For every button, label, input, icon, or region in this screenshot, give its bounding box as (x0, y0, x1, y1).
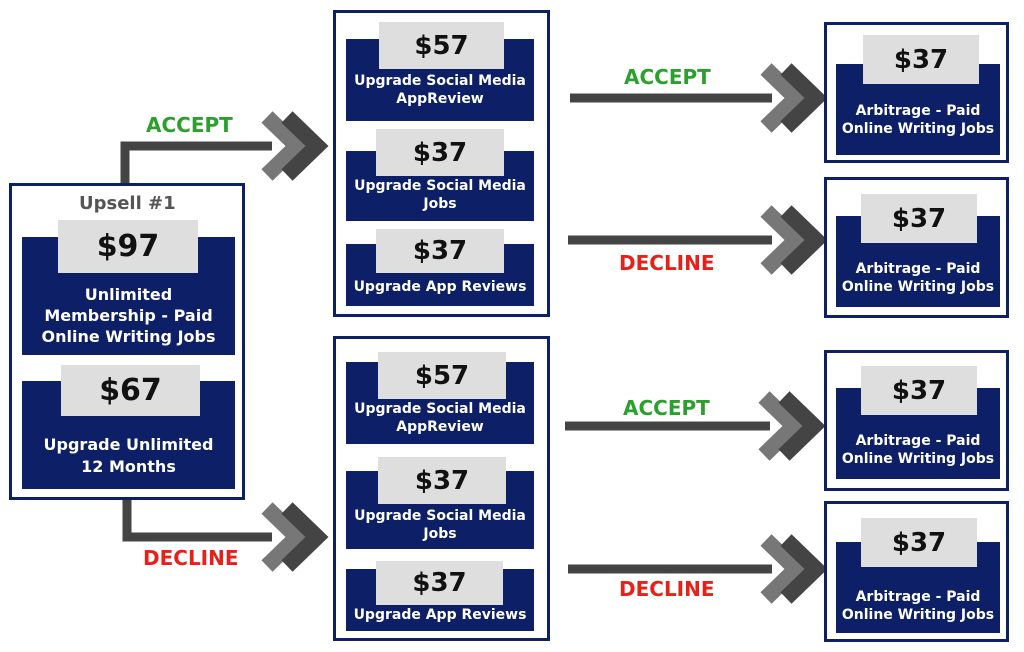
offer-card: Unlimited Membership - Paid Online Writi… (22, 237, 235, 355)
offer-description: Upgrade Social Media (354, 401, 526, 417)
offer-description: Arbitrage - Paid (855, 589, 981, 605)
offer-description: 12 Months (81, 457, 176, 476)
chevron-right-icon (760, 534, 828, 604)
offer-description: AppReview (396, 419, 484, 435)
chevron-right-icon (261, 502, 329, 572)
decline-label: DECLINE (619, 251, 715, 275)
accept-label: ACCEPT (146, 113, 233, 137)
offer-description: Arbitrage - Paid (855, 261, 981, 277)
price-tag: $37 (861, 194, 977, 243)
chevron-right-icon (760, 205, 828, 275)
offer-description: AppReview (396, 91, 484, 107)
price-tag: $37 (861, 518, 977, 567)
price-tag: $37 (863, 35, 979, 84)
chevron-right-icon (760, 63, 828, 133)
price-tag: $37 (376, 229, 504, 273)
offer-description: Online Writing Jobs (841, 607, 995, 623)
offer-description: Membership - Paid (44, 306, 213, 325)
offer-description: Upgrade App Reviews (353, 607, 527, 623)
offer-description: Upgrade App Reviews (353, 279, 527, 295)
price-tag: $37 (378, 457, 506, 504)
final-offer-panel: Arbitrage - Paid Online Writing Jobs $37 (824, 22, 1009, 163)
offer-description: Arbitrage - Paid (855, 433, 981, 449)
price-tag: $57 (378, 352, 506, 399)
decline-label: DECLINE (619, 577, 715, 601)
price-tag: $37 (376, 129, 504, 176)
offer-description: Upgrade Unlimited (43, 435, 214, 454)
offer-description: Online Writing Jobs (841, 121, 995, 137)
offer-description: Jobs (423, 526, 457, 542)
offer-description: Arbitrage - Paid (855, 103, 981, 119)
offer-description: Online Writing Jobs (841, 451, 995, 467)
upsell-2-accept-panel: Upgrade Social Media AppReview $57 Upgra… (333, 10, 550, 317)
upsell-1-panel: Upsell #1 Unlimited Membership - Paid On… (9, 183, 245, 500)
offer-description: Upgrade Social Media (354, 73, 526, 89)
accept-label: ACCEPT (624, 65, 711, 89)
offer-description: Upgrade Social Media (354, 178, 526, 194)
chevron-right-icon (758, 391, 826, 461)
accept-connector-line (120, 141, 272, 183)
decline-label: DECLINE (143, 546, 239, 570)
offer-description: Online Writing Jobs (841, 279, 995, 295)
price-tag: $37 (861, 366, 977, 415)
price-tag: $97 (58, 220, 198, 273)
offer-description: Jobs (423, 196, 457, 212)
price-tag: $67 (61, 365, 200, 416)
final-offer-panel: Arbitrage - Paid Online Writing Jobs $37 (824, 350, 1009, 491)
final-offer-panel: Arbitrage - Paid Online Writing Jobs $37 (824, 177, 1009, 318)
chevron-right-icon (261, 111, 329, 181)
offer-description: Online Writing Jobs (41, 327, 216, 346)
offer-description: Upgrade Social Media (354, 508, 526, 524)
decline-connector-line (122, 500, 272, 542)
upsell-2-decline-panel: Upgrade Social Media AppReview $57 Upgra… (333, 336, 550, 641)
offer-description: Unlimited (84, 285, 173, 304)
final-offer-panel: Arbitrage - Paid Online Writing Jobs $37 (824, 501, 1009, 642)
upsell-1-title: Upsell #1 (79, 193, 176, 214)
accept-label: ACCEPT (623, 396, 710, 420)
price-tag: $37 (376, 561, 503, 605)
price-tag: $57 (379, 22, 504, 69)
